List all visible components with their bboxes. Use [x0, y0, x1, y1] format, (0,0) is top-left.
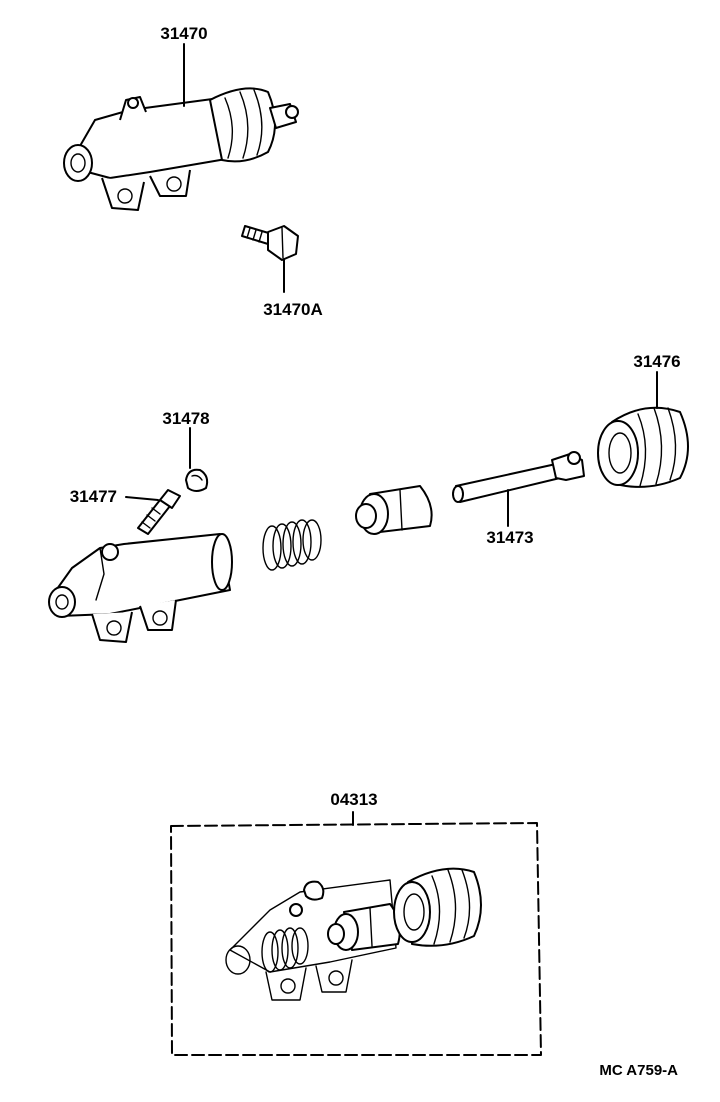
cap-drawing: [185, 468, 209, 492]
kit-boundary-box: [170, 822, 542, 1056]
bleeder-plug-drawing: [137, 489, 181, 535]
part-label-31473: 31473: [486, 528, 533, 547]
boot-drawing: [597, 406, 689, 488]
leader-line-31477: [125, 496, 159, 501]
push-rod-drawing: [452, 451, 585, 503]
part-label-31478: 31478: [162, 409, 209, 428]
cylinder-body-drawing: [48, 533, 233, 643]
repair-kit-drawing: [225, 867, 482, 1001]
part-label-31476: 31476: [633, 352, 680, 371]
part-label-04313: 04313: [330, 790, 377, 809]
bleeder-bolt-drawing: [241, 225, 299, 261]
piston-drawing: [355, 485, 433, 535]
cylinder-assembly-drawing: [63, 87, 299, 211]
part-label-31470: 31470: [160, 24, 207, 43]
spring-drawing: [262, 519, 322, 571]
drawing-code: MC A759-A: [599, 1062, 678, 1079]
part-label-31470A: 31470A: [263, 300, 323, 319]
part-label-31477: 31477: [70, 487, 117, 506]
